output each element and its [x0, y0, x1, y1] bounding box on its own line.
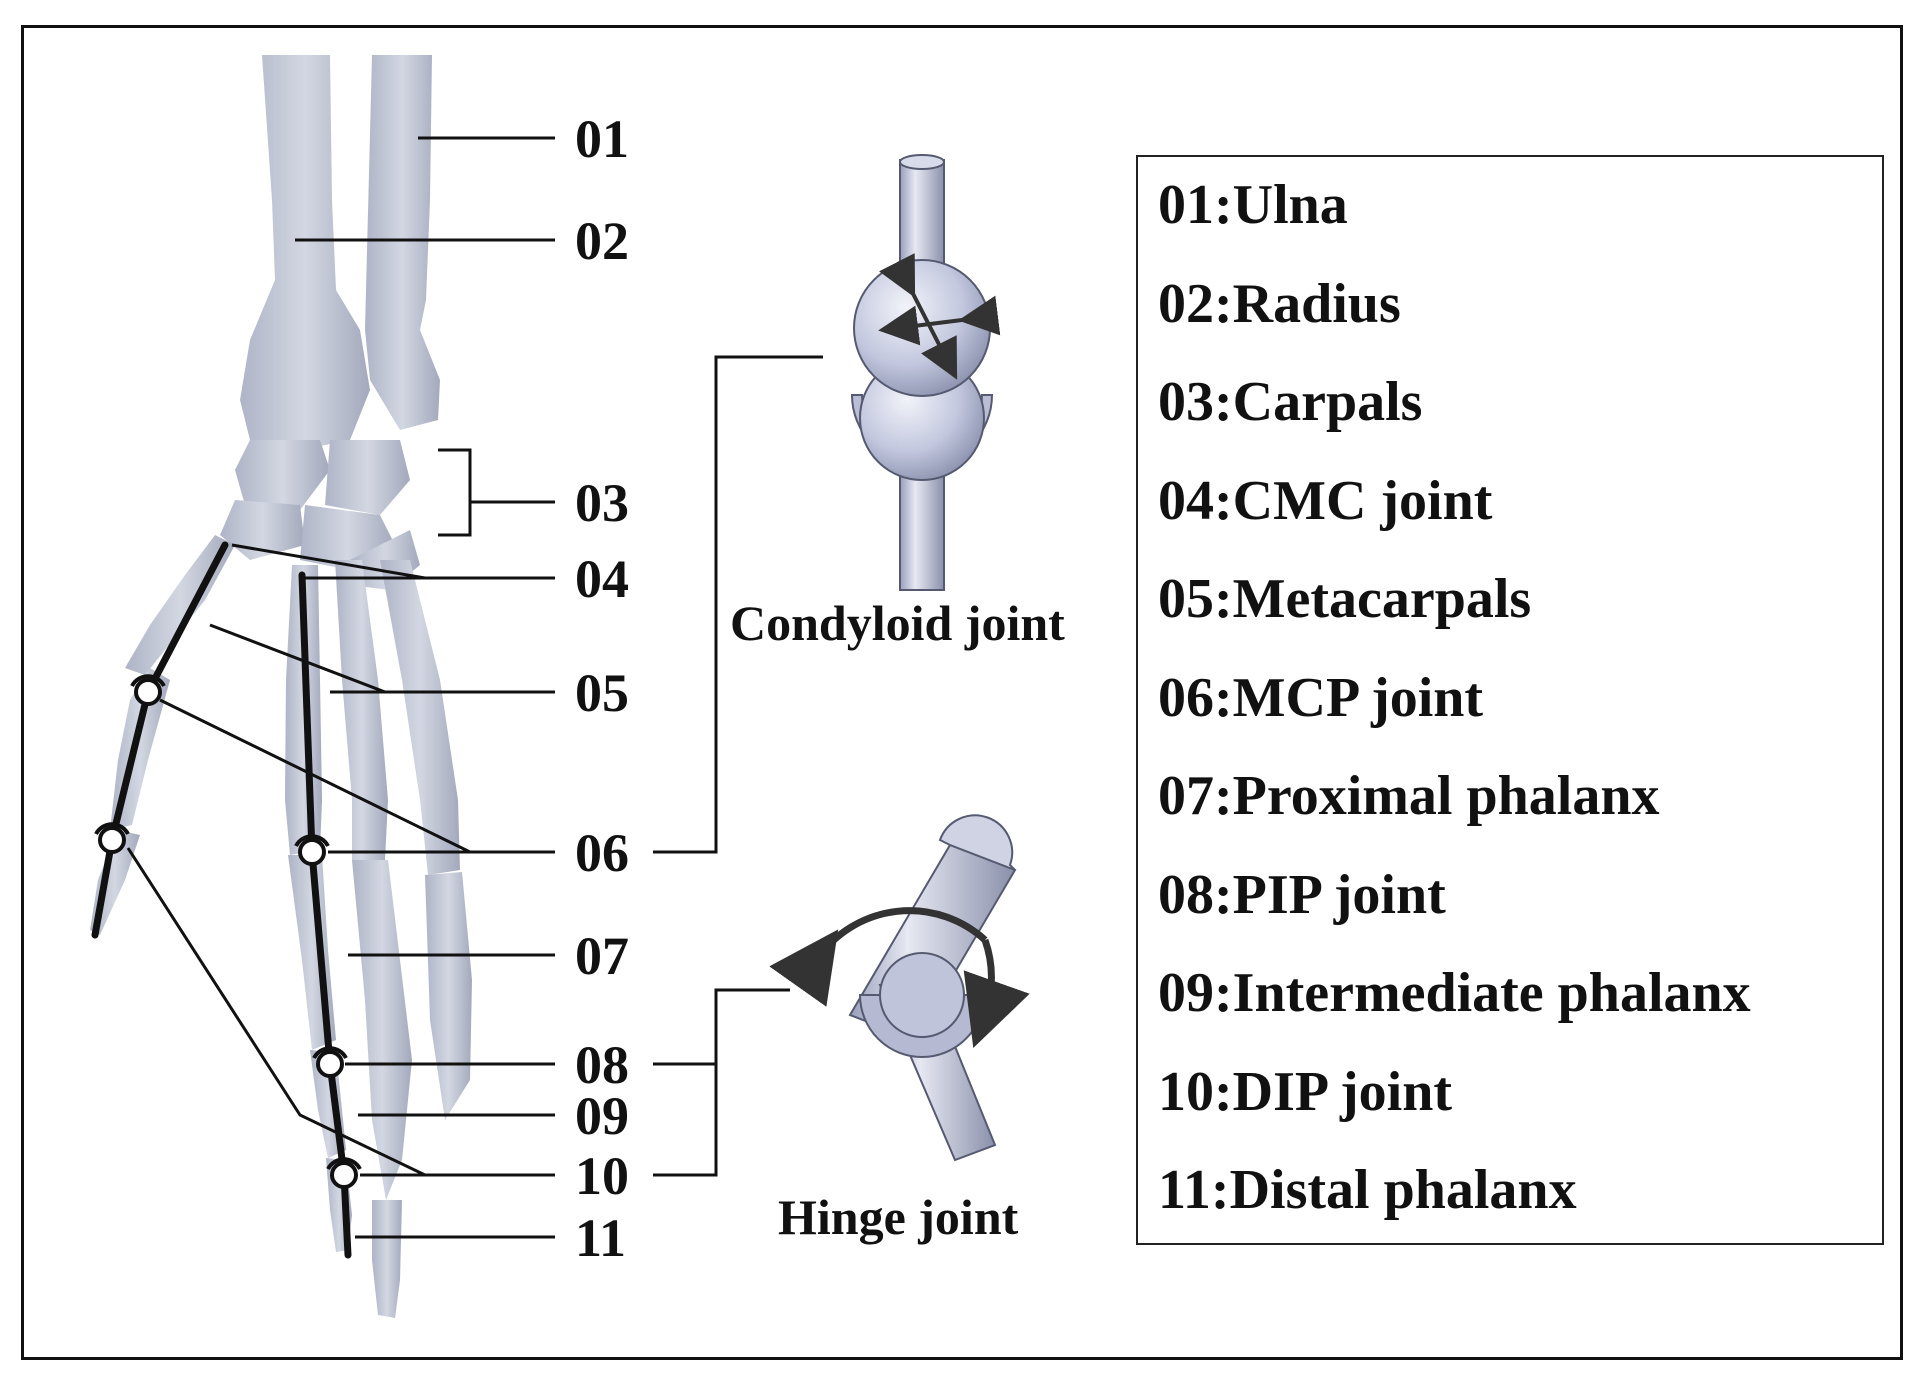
- legend-item-05: 05:Metacarpals: [1158, 571, 1751, 670]
- legend-item-02: 02:Radius: [1158, 276, 1751, 375]
- legend-code: 03: [1158, 371, 1214, 433]
- legend-code: 06: [1158, 666, 1214, 729]
- figure-frame: [21, 25, 1903, 1360]
- callout-10: 10: [575, 1146, 629, 1206]
- joint-marker-pip-index: [316, 1050, 344, 1078]
- legend-code: 01: [1158, 174, 1214, 236]
- legend-item-08: 08:PIP joint: [1158, 867, 1751, 966]
- legend-name: Distal phalanx: [1229, 1159, 1577, 1221]
- leader-10a: [126, 847, 426, 1177]
- leader-06-to-condyloid: [653, 355, 823, 854]
- other-finger-bones: [335, 560, 472, 1318]
- legend-name: DIP joint: [1232, 1060, 1453, 1123]
- thumb-bones: [90, 535, 235, 935]
- legend-code: 04: [1158, 469, 1214, 532]
- ulna-shape: [365, 55, 440, 430]
- legend-item-06: 06:MCP joint: [1158, 670, 1751, 769]
- legend-code: 11: [1158, 1159, 1211, 1221]
- callout-08: 08: [575, 1035, 629, 1095]
- legend-separator: :: [1214, 272, 1233, 335]
- legend-separator: :: [1214, 863, 1233, 926]
- callout-03: 03: [575, 473, 629, 533]
- radius-shape: [240, 55, 370, 450]
- callout-09: 09: [575, 1086, 629, 1146]
- legend-separator: :: [1214, 469, 1233, 532]
- legend-name: CMC joint: [1232, 469, 1493, 532]
- callout-06: 06: [575, 823, 629, 883]
- joint-marker-mcp-thumb: [134, 678, 162, 706]
- legend-item-03: 03:Carpals: [1158, 374, 1751, 473]
- legend-name: Ulna: [1232, 174, 1348, 236]
- legend-name: Intermediate phalanx: [1232, 962, 1751, 1024]
- legend-name: Proximal phalanx: [1232, 765, 1660, 827]
- forearm-bones: [240, 55, 440, 450]
- joint-marker-mcp-index: [298, 838, 326, 866]
- callout-04: 04: [575, 549, 629, 609]
- callout-07: 07: [575, 926, 629, 986]
- hinge-joint-caption: Hinge joint: [778, 1189, 1019, 1245]
- condyloid-joint-caption: Condyloid joint: [730, 595, 1065, 651]
- leader-03-bracket: [438, 448, 472, 537]
- legend-item-04: 04:CMC joint: [1158, 473, 1751, 572]
- legend-code: 07: [1158, 765, 1214, 827]
- leader-10-to-hinge: [653, 1064, 718, 1177]
- condyloid-joint-illustration: [850, 154, 1001, 591]
- legend-separator: :: [1214, 371, 1233, 433]
- legend-separator: :: [1214, 174, 1233, 236]
- legend-separator: :: [1214, 765, 1233, 827]
- legend-code: 02: [1158, 272, 1214, 335]
- legend-separator: :: [1214, 962, 1233, 1024]
- callout-02: 02: [575, 211, 629, 271]
- legend-item-11: 11:Distal phalanx: [1158, 1162, 1751, 1261]
- legend-name: Carpals: [1232, 371, 1423, 433]
- legend-code: 05: [1158, 568, 1214, 630]
- legend-name: MCP joint: [1232, 666, 1484, 729]
- legend-separator: :: [1210, 1159, 1230, 1221]
- legend-separator: :: [1214, 666, 1233, 729]
- leader-06a: [159, 698, 471, 854]
- legend-item-01: 01:Ulna: [1158, 177, 1751, 276]
- callout-11: 11: [575, 1208, 627, 1268]
- legend-name: Radius: [1232, 272, 1401, 335]
- hinge-joint-illustration: [769, 814, 1030, 1162]
- joint-markers: [94, 674, 362, 1189]
- legend-code: 08: [1158, 863, 1214, 926]
- legend-name: PIP joint: [1232, 863, 1446, 926]
- legend-name: Metacarpals: [1232, 568, 1532, 630]
- legend-code: 09: [1158, 962, 1214, 1024]
- leader-04a: [231, 543, 426, 580]
- legend-item-09: 09:Intermediate phalanx: [1158, 965, 1751, 1064]
- leader-lines: [126, 136, 823, 1239]
- legend-code: 10: [1158, 1060, 1214, 1123]
- leader-05a: [209, 623, 386, 694]
- joint-marker-ip-thumb: [98, 826, 126, 854]
- legend-item-07: 07:Proximal phalanx: [1158, 768, 1751, 867]
- leader-08-to-hinge: [653, 988, 790, 1066]
- joint-marker-dip-index: [330, 1161, 358, 1189]
- legend-item-10: 10:DIP joint: [1158, 1064, 1751, 1163]
- callout-01: 01: [575, 109, 629, 169]
- legend-separator: :: [1214, 568, 1233, 630]
- legend-separator: :: [1214, 1060, 1233, 1123]
- callout-05: 05: [575, 663, 629, 723]
